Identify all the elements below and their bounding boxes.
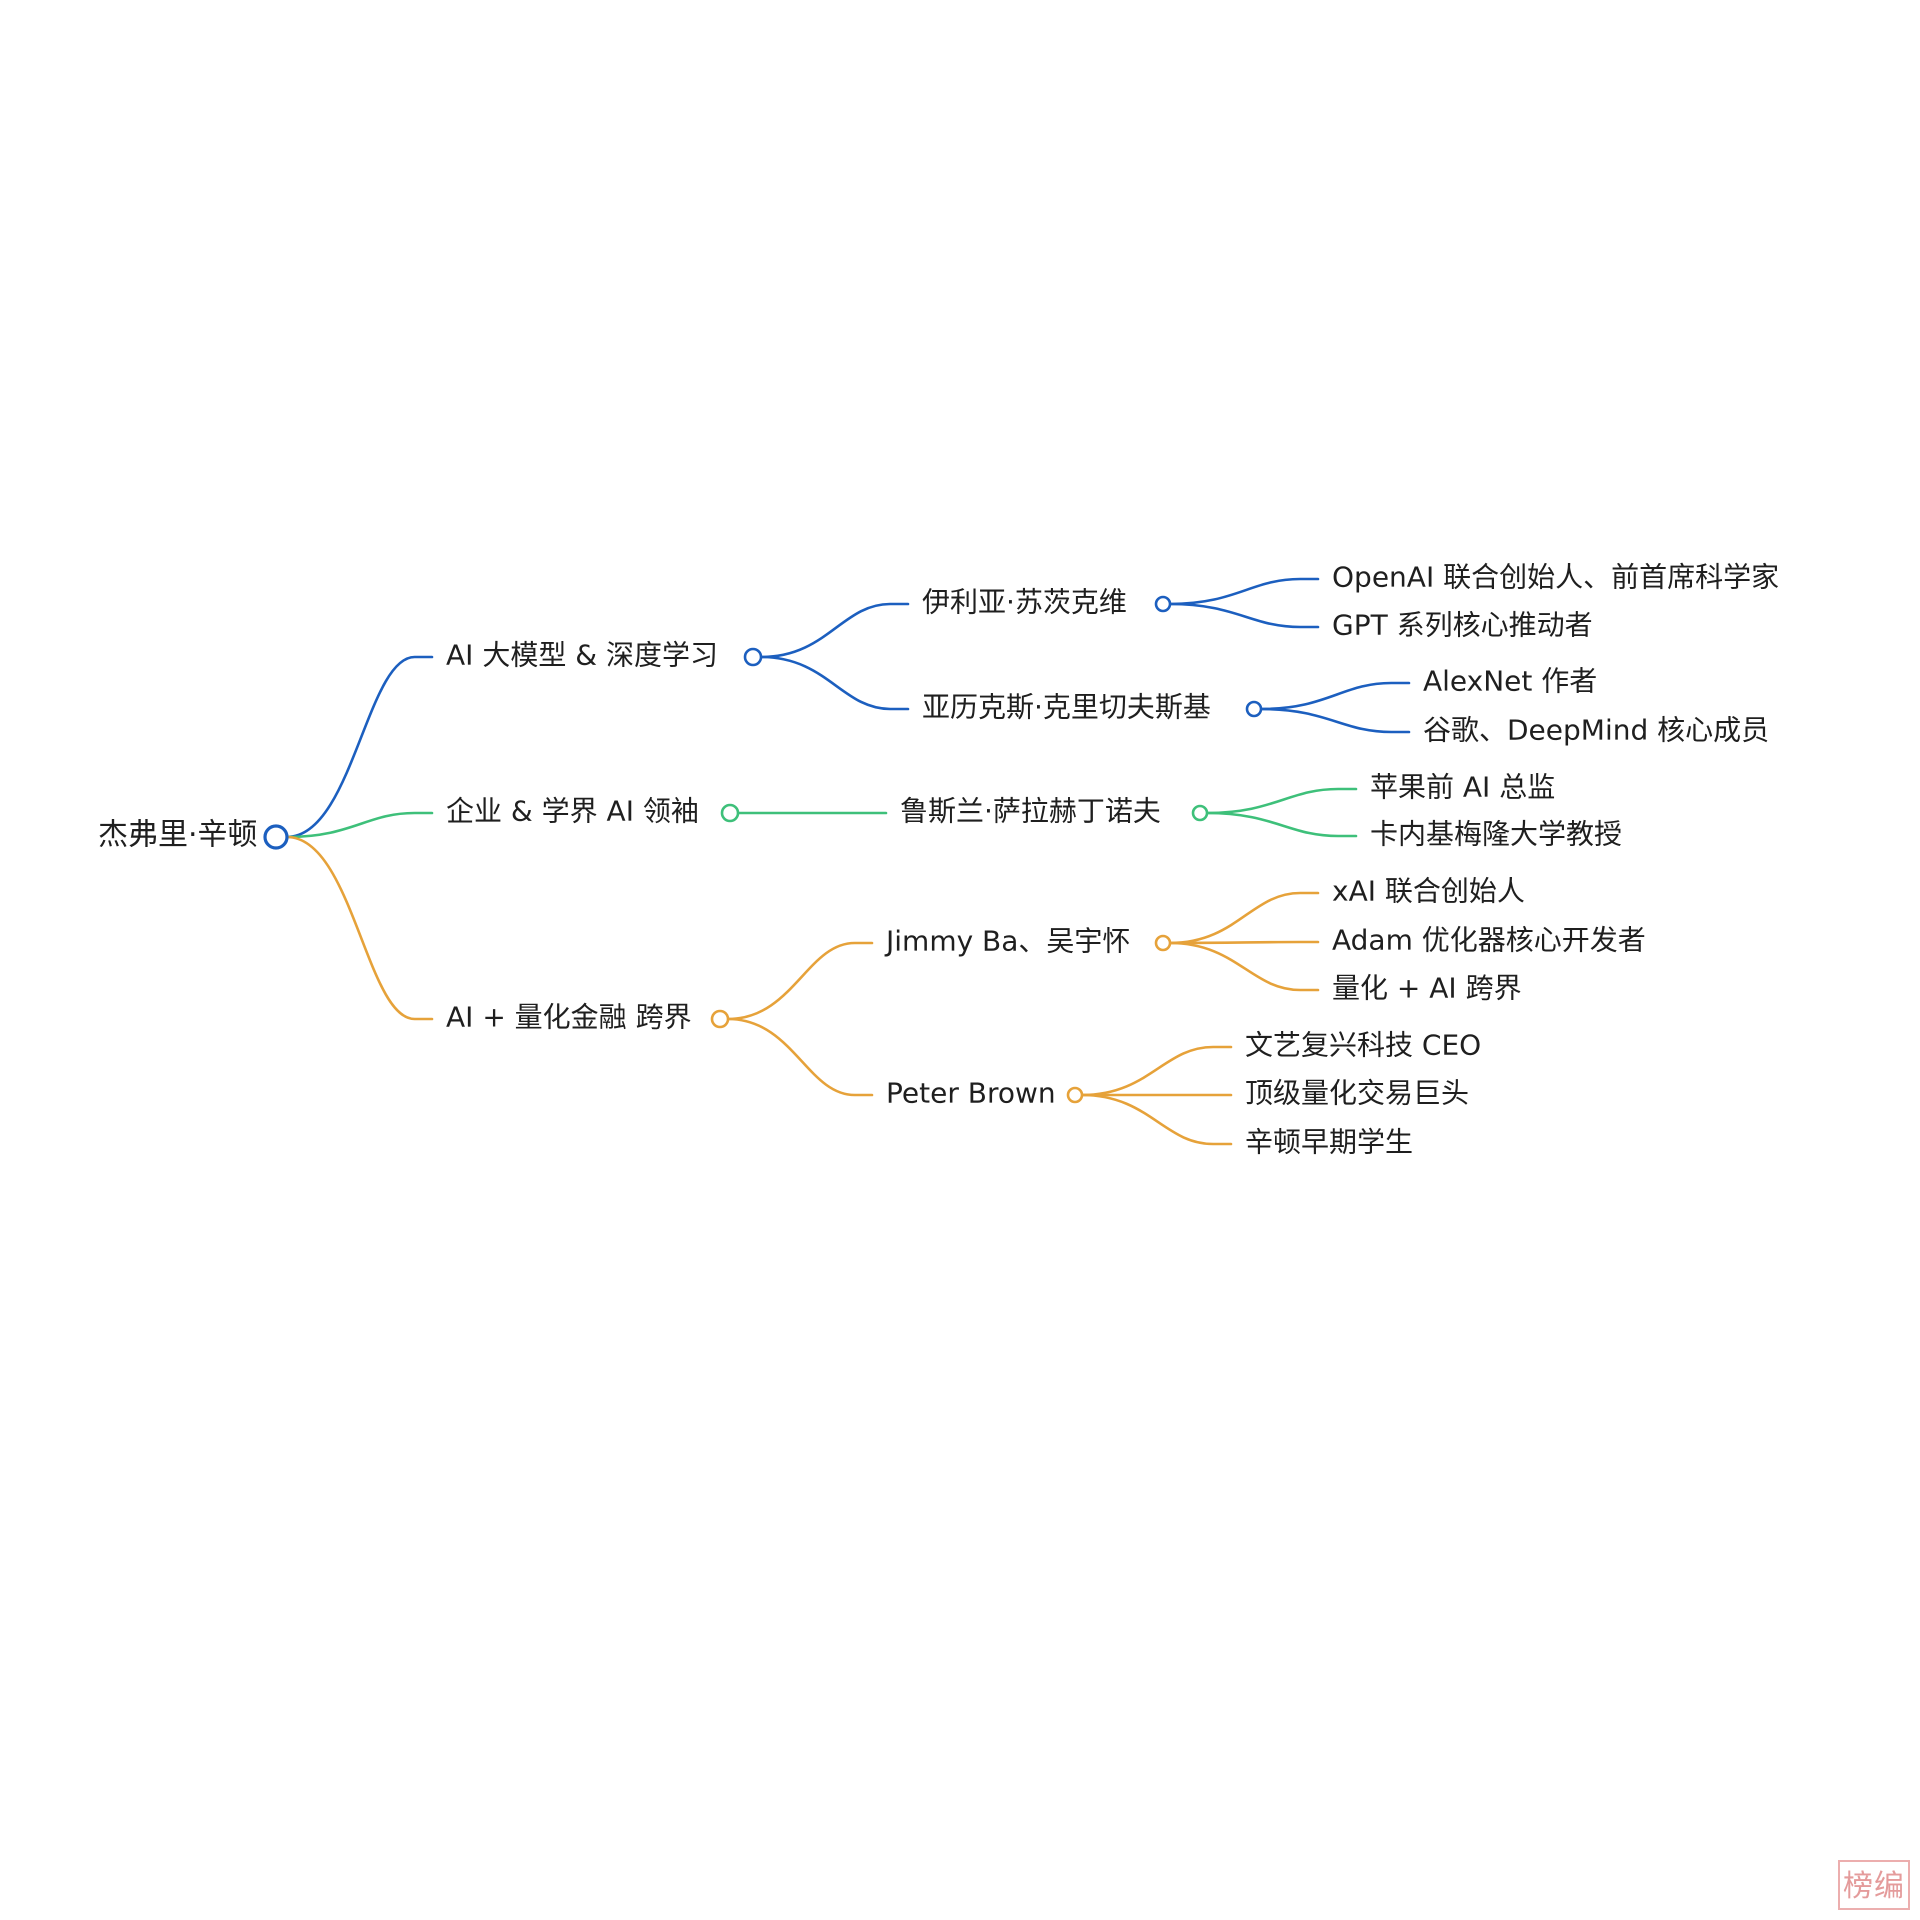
mind-map-node-b1a-label: 伊利亚·苏茨克维 [922,586,1127,619]
seal-watermark: 榜编 [1838,1860,1910,1910]
mind-map-node-b1b2-label: 谷歌、DeepMind 核心成员 [1423,714,1769,747]
mind-map-node-b3b2[interactable]: 顶级量化交易巨头 [1245,1077,1469,1110]
mind-map-node-b3a2-label: Adam 优化器核心开发者 [1332,924,1646,957]
mind-map-node-b3b2-label: 顶级量化交易巨头 [1245,1077,1469,1110]
mind-map-node-b1-collapse-toggle[interactable] [743,647,763,667]
mind-map-node-b3b[interactable]: Peter Brown [886,1077,1084,1110]
edge-b1-b1a [759,602,910,659]
mind-map-node-root-label: 杰弗里·辛顿 [98,818,258,853]
edge-b3b-b3b3 [1080,1093,1233,1146]
edge-b3-b3b [726,1017,874,1097]
edge-root-b1 [285,655,434,839]
mind-map-node-b3b3[interactable]: 辛顿早期学生 [1245,1126,1413,1159]
mind-map-node-b1-label: AI 大模型 & 深度学习 [446,639,718,672]
mind-map-node-b2a-label: 鲁斯兰·萨拉赫丁诺夫 [900,795,1161,828]
edge-b3b-b3b1 [1080,1045,1233,1097]
edge-b2a-b2a1 [1205,787,1358,815]
mind-map-node-b2a2-label: 卡内基梅隆大学教授 [1370,818,1622,851]
mind-map-node-b2a2[interactable]: 卡内基梅隆大学教授 [1370,818,1622,851]
edge-b3-b3a [726,941,874,1021]
mind-map-node-b3[interactable]: AI + 量化金融 跨界 [446,1001,730,1034]
mind-map-node-b1b1-label: AlexNet 作者 [1423,665,1597,698]
mind-map-node-b1[interactable]: AI 大模型 & 深度学习 [446,639,763,672]
mind-map-node-b3a3-label: 量化 + AI 跨界 [1332,972,1522,1005]
mind-map-node-b3b3-label: 辛顿早期学生 [1245,1126,1413,1159]
mind-map-node-b3b-label: Peter Brown [886,1077,1056,1110]
mind-map-node-b3-label: AI + 量化金融 跨界 [446,1001,692,1034]
mind-map-node-b1b1[interactable]: AlexNet 作者 [1423,665,1597,698]
mind-map-node-b1b-label: 亚历克斯·克里切夫斯基 [922,691,1211,724]
mind-map-node-b1a1[interactable]: OpenAI 联合创始人、前首席科学家 [1332,561,1779,594]
mind-map-node-b1b[interactable]: 亚历克斯·克里切夫斯基 [922,691,1263,724]
mind-map-node-b3a-collapse-toggle[interactable] [1154,934,1172,952]
mind-map-node-b2-label: 企业 & 学界 AI 领袖 [446,795,699,828]
mind-map-node-b3-collapse-toggle[interactable] [710,1009,730,1029]
edge-b3a-b3a2 [1168,940,1320,945]
mind-map-nodes: 杰弗里·辛顿 AI 大模型 & 深度学习 伊利亚·苏茨克维 OpenAI 联合创始人、… [98,561,1779,1159]
edge-b1b-b1b2 [1259,707,1411,734]
mind-map-node-b2a-collapse-toggle[interactable] [1191,804,1209,822]
mind-map-node-b1b2[interactable]: 谷歌、DeepMind 核心成员 [1423,714,1769,747]
mind-map-node-b1a[interactable]: 伊利亚·苏茨克维 [922,586,1172,619]
edge-b2a-b2a2 [1205,811,1358,838]
mind-map-node-b2a1[interactable]: 苹果前 AI 总监 [1370,771,1555,804]
edge-b1a-b1a1 [1168,577,1320,606]
mind-map-node-root-collapse-toggle[interactable] [263,824,289,850]
mind-map-node-b2-collapse-toggle[interactable] [720,803,740,823]
edge-b1-b1b [759,655,910,711]
mind-map-node-b3a1-label: xAI 联合创始人 [1332,875,1525,908]
mind-map-node-b3a3[interactable]: 量化 + AI 跨界 [1332,972,1522,1005]
mind-map-node-b2a1-label: 苹果前 AI 总监 [1370,771,1555,804]
edge-b3a-b3a1 [1168,891,1320,945]
mind-map-node-b1b-collapse-toggle[interactable] [1245,700,1263,718]
mind-map-node-b1a2-label: GPT 系列核心推动者 [1332,609,1593,642]
mind-map-node-b2[interactable]: 企业 & 学界 AI 领袖 [446,795,740,828]
mind-map-edges [285,577,1411,1146]
edge-b1b-b1b1 [1259,681,1411,711]
mind-map-node-b3a-label: Jimmy Ba、吴宇怀 [884,925,1130,958]
edge-b1a-b1a2 [1168,602,1320,629]
mind-map-node-b3a1[interactable]: xAI 联合创始人 [1332,875,1525,908]
mind-map-node-b1a1-label: OpenAI 联合创始人、前首席科学家 [1332,561,1779,594]
edge-b3a-b3a3 [1168,941,1320,992]
edge-root-b3 [285,835,434,1021]
mind-map-node-b3b1-label: 文艺复兴科技 CEO [1245,1029,1481,1062]
mind-map-node-b3b1[interactable]: 文艺复兴科技 CEO [1245,1029,1481,1062]
mind-map-node-b1a-collapse-toggle[interactable] [1154,595,1172,613]
mind-map-node-b3a[interactable]: Jimmy Ba、吴宇怀 [884,925,1172,958]
edge-root-b2 [285,811,434,839]
mind-map-node-root[interactable]: 杰弗里·辛顿 [98,818,289,853]
mind-map-node-b2a[interactable]: 鲁斯兰·萨拉赫丁诺夫 [900,795,1209,828]
mind-map-node-b3a2[interactable]: Adam 优化器核心开发者 [1332,924,1646,957]
mind-map-node-b3b-collapse-toggle[interactable] [1066,1086,1084,1104]
mind-map-node-b1a2[interactable]: GPT 系列核心推动者 [1332,609,1593,642]
